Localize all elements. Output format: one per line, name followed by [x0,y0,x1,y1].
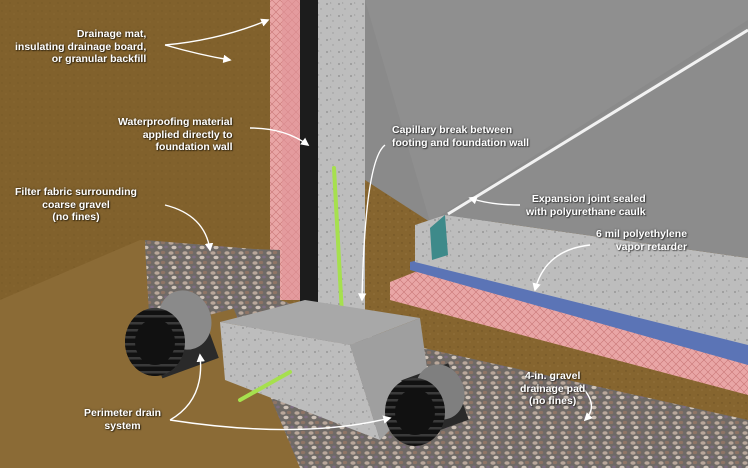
slab-top-surface [445,25,748,258]
rigid-insulation-slab [390,270,748,395]
leader-capillary-break [357,144,386,302]
label-vapor-retarder-line1: 6 mil polyethylene [596,228,688,240]
label-filter-fabric-line1: Filter fabric surrounding [15,186,137,198]
leader-waterproofing [249,127,310,146]
label-expansion-joint-line1: Expansion joint sealed [531,193,646,205]
label-filter-fabric: Filter fabric surrounding coarse gravel … [15,186,137,224]
label-perimeter-drain-line1: Perimeter drain [84,407,162,419]
label-waterproofing-line1: Waterproofing material [118,116,233,128]
label-gravel-pad-line3: (no fines) [529,395,577,407]
leader-drain-right [169,415,392,431]
label-expansion-joint: Expansion joint sealed with polyurethane… [526,193,646,218]
label-capillary-break-line1: Capillary break between [392,124,513,136]
vapor-retarder [410,255,748,365]
wall-insulation-face [282,0,300,300]
slab-edge [415,215,748,345]
label-gravel-pad-line1: 4-in. gravel [524,370,581,382]
leader-vapor-retarder [532,244,591,292]
label-waterproofing: Waterproofing material applied directly … [118,116,233,154]
label-capillary-break-line2: footing and foundation wall [392,136,530,149]
horizontal-rebar [238,370,292,402]
soil-trench-shadow [0,0,270,300]
label-filter-fabric-line2: coarse gravel [42,198,110,211]
drain-pipe-right [385,363,469,446]
drain-pipe-left [125,290,219,379]
foundation-wall [318,0,365,310]
footing-front [220,322,380,440]
label-waterproofing-line3: foundation wall [155,141,233,153]
label-drainage-mat-line2: insulating drainage board, [15,40,147,53]
label-drainage-mat: Drainage mat, insulating drainage board,… [15,28,146,66]
waterproofing-layer [300,0,318,310]
label-gravel-pad: 4-in. gravel drainage pad (no fines) [520,370,585,408]
label-filter-fabric-line3: (no fines) [52,211,100,223]
leader-drainage-mat-1 [164,18,270,46]
label-expansion-joint-line2: with polyurethane caulk [526,205,646,218]
label-drainage-mat-line3: or granular backfill [51,53,147,65]
label-waterproofing-line2: applied directly to [142,128,233,141]
leader-drainage-mat-2 [164,44,232,64]
label-perimeter-drain-line2: system [104,419,141,432]
footing-top [220,300,420,345]
label-perimeter-drain: Perimeter drain system [84,407,161,432]
basement-back-wall [365,0,748,222]
label-drainage-mat-line1: Drainage mat, [76,28,147,40]
vertical-rebar [332,166,344,317]
leader-gravel-pad [579,384,593,422]
label-vapor-retarder: 6 mil polyethylene vapor retarder [596,228,687,253]
label-capillary-break: Capillary break between footing and foun… [392,124,529,149]
leader-filter-fabric [164,204,214,252]
label-gravel-pad-line2: drainage pad [520,382,586,395]
caulk-bead [447,28,748,216]
leader-drain-left [169,353,205,421]
label-vapor-retarder-line2: vapor retarder [615,240,688,253]
gravel-bed [145,245,748,468]
leader-expansion-joint [468,196,521,206]
expansion-joint [430,215,448,260]
